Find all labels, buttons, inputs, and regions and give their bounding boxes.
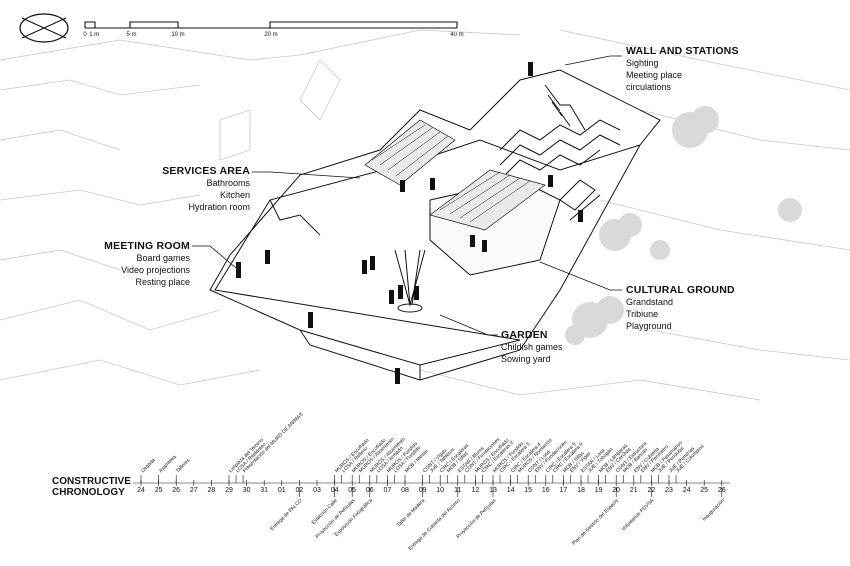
day-label: 24 — [137, 487, 145, 494]
day-label: 07 — [383, 487, 392, 494]
day-label: 25 — [154, 487, 163, 494]
label-item: Sighting — [626, 58, 659, 68]
day-label: 16 — [541, 487, 550, 494]
label-cultural-ground: CULTURAL GROUND Grandstand Tribiune Play… — [626, 284, 735, 332]
day-label: 17 — [559, 487, 568, 494]
scale-tick-label: 20 m — [264, 32, 278, 38]
day-label: 19 — [594, 487, 603, 494]
day-label: 15 — [524, 487, 533, 494]
label-item: circulations — [626, 82, 672, 92]
scale-tick-label: 5 m — [126, 32, 137, 38]
day-label: 25 — [700, 487, 709, 494]
label-item: Tribiune — [626, 309, 659, 319]
scale-tick-label: 0 — [83, 32, 87, 38]
day-label: 30 — [242, 487, 251, 494]
label-item: Meeting place — [626, 70, 683, 80]
label-title: MEETING ROOM — [104, 240, 190, 252]
label-services-area: SERVICES AREA Bathrooms Kitchen Hydratio… — [140, 165, 250, 213]
label-title: CULTURAL GROUND — [626, 284, 735, 296]
label-item: Board games — [136, 253, 190, 263]
label-item: Childish games — [501, 342, 563, 352]
day-label: 12 — [471, 487, 480, 494]
label-title: GARDEN — [501, 329, 548, 341]
label-item: Resting place — [135, 277, 190, 287]
chronology-title-line1: CONSTRUCTIVE — [52, 476, 131, 487]
day-label: 28 — [207, 487, 216, 494]
day-label: 21 — [629, 487, 638, 494]
label-title: SERVICES AREA — [162, 165, 250, 177]
day-label: 18 — [577, 487, 585, 494]
day-label: 14 — [506, 487, 515, 494]
label-garden: GARDEN Childish games Sowing yard — [501, 329, 563, 365]
day-label: 27 — [189, 487, 198, 494]
scale-tick-label: 1 m — [89, 32, 100, 38]
day-label: 03 — [313, 487, 321, 494]
callout-leaders — [192, 55, 622, 336]
day-label: 23 — [665, 487, 673, 494]
north-symbol-icon — [19, 13, 69, 43]
chronology-title: CONSTRUCTIVE CHRONOLOGY — [52, 476, 131, 498]
scale-tick-label: 40 m — [450, 32, 464, 38]
day-label: 31 — [260, 487, 269, 494]
label-item: Bathrooms — [206, 178, 250, 188]
label-meeting-room: MEETING ROOM Board games Video projectio… — [80, 240, 190, 288]
label-item: Playground — [626, 321, 672, 331]
day-label: 08 — [401, 487, 409, 494]
day-label: 29 — [225, 487, 233, 494]
label-item: Grandstand — [626, 297, 674, 307]
day-label: 24 — [682, 487, 691, 494]
scale-tick-label: 10 m — [171, 32, 185, 38]
axonometric-drawing — [0, 29, 850, 401]
day-label: 10 — [436, 487, 445, 494]
label-title: WALL AND STATIONS — [626, 45, 739, 57]
label-wall-and-stations: WALL AND STATIONS Sighting Meeting place… — [626, 45, 739, 93]
label-item: Hydration room — [188, 202, 250, 212]
label-item: Video projections — [121, 265, 190, 275]
scale-bar-graphic — [84, 21, 458, 29]
chronology-title-line2: CHRONOLOGY — [52, 487, 125, 498]
day-label: 26 — [172, 487, 181, 494]
label-item: Sowing yard — [501, 354, 551, 364]
label-item: Kitchen — [219, 190, 250, 200]
day-label: 01 — [277, 487, 286, 494]
